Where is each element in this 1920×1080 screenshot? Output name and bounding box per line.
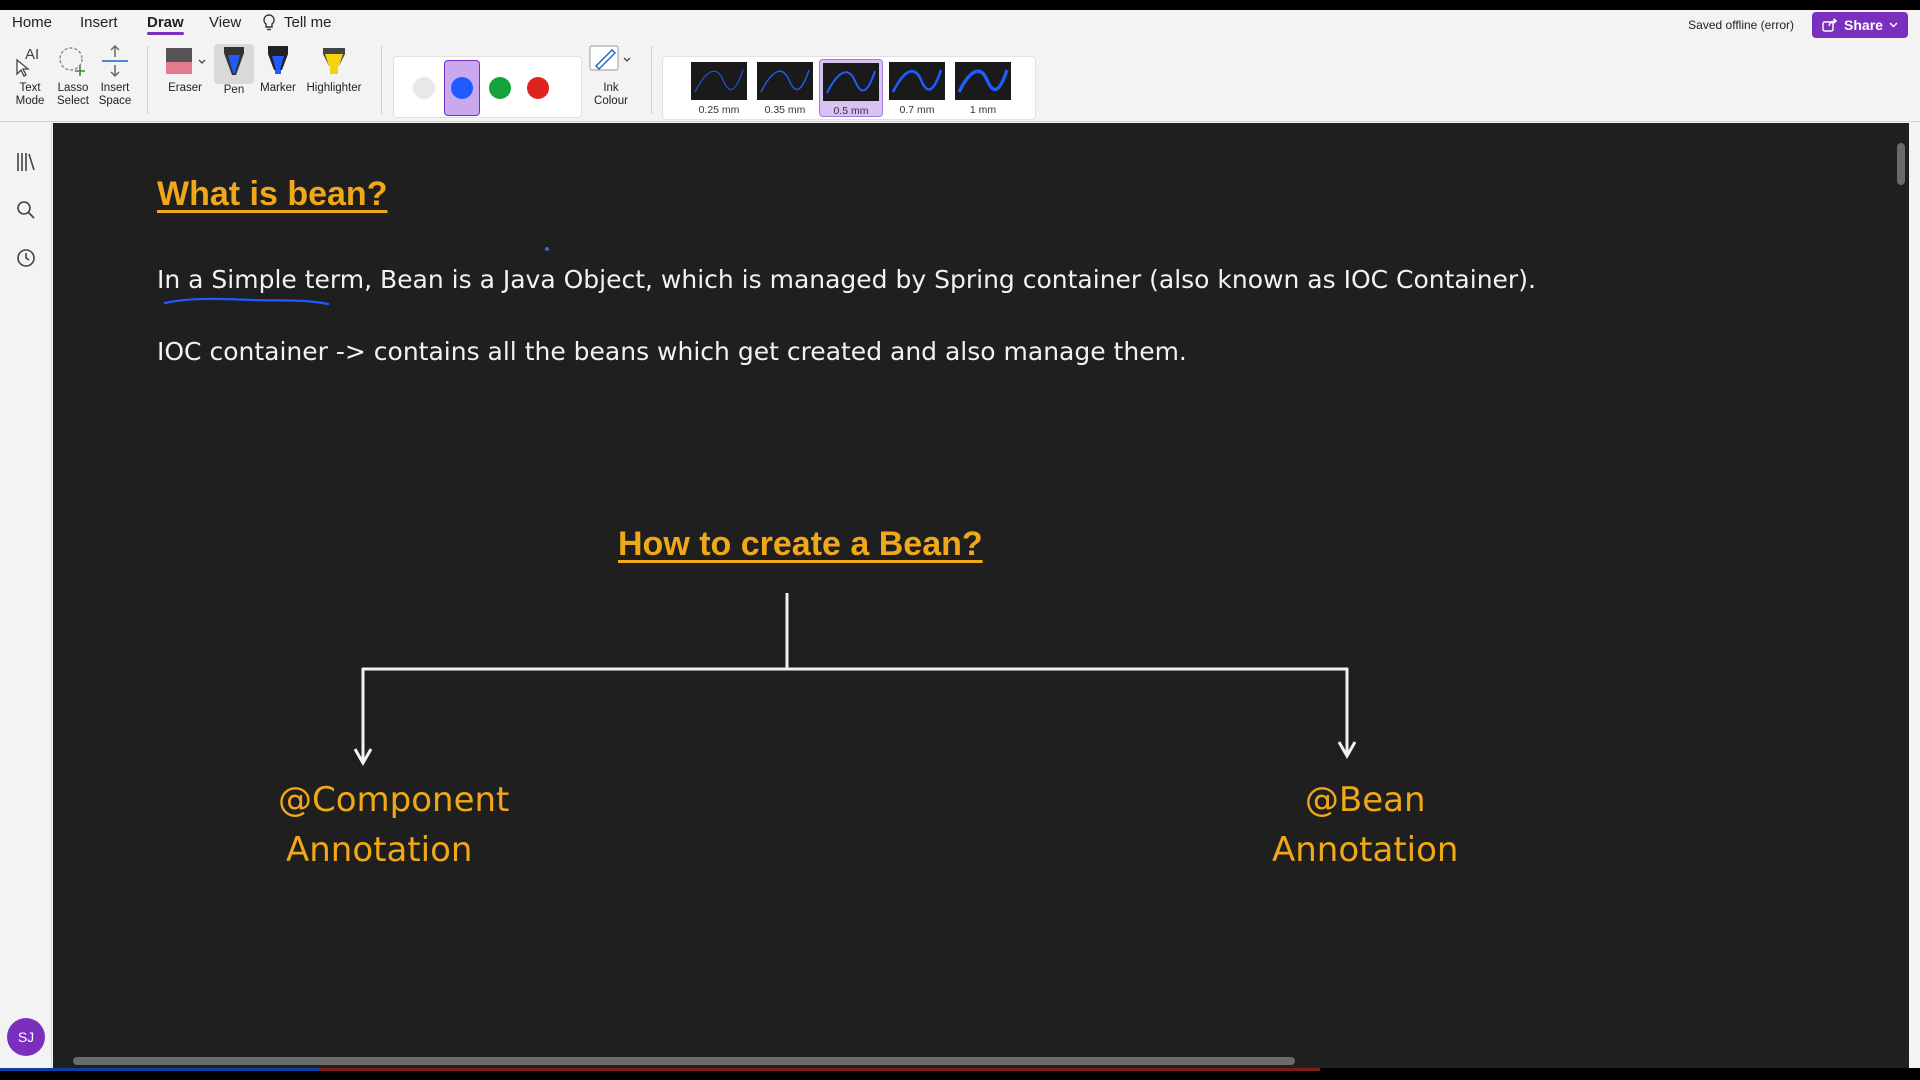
ribbon-divider bbox=[651, 46, 652, 114]
pen-selected-bg bbox=[214, 44, 254, 84]
ink-color-palette bbox=[393, 56, 582, 118]
ribbon-divider bbox=[381, 46, 382, 114]
definition-line: In a Simple term, Bean is a Java Object,… bbox=[157, 265, 1536, 294]
insert-space-label-1: Insert bbox=[100, 82, 130, 94]
ink-colour-label-1: Ink bbox=[603, 82, 619, 94]
thickness-preview bbox=[823, 63, 879, 101]
chevron-down-icon bbox=[1889, 22, 1898, 28]
eraser-icon bbox=[166, 48, 206, 74]
tree-connector-diagram bbox=[353, 593, 1357, 767]
color-swatch-red[interactable] bbox=[520, 60, 556, 116]
color-swatch-blue[interactable] bbox=[444, 60, 480, 116]
ink-colour-label-2: Colour bbox=[594, 95, 628, 107]
marker-icon bbox=[268, 46, 288, 74]
thickness-label: 0.25 mm bbox=[698, 104, 740, 116]
lasso-label-1: Lasso bbox=[57, 82, 89, 94]
text-mode-label-1: Text bbox=[19, 82, 41, 94]
thickness-label: 0.35 mm bbox=[764, 104, 806, 116]
save-status: Saved offline (error) bbox=[1688, 18, 1794, 32]
thickness-preview bbox=[955, 62, 1011, 100]
share-button[interactable]: Share bbox=[1812, 12, 1908, 38]
vertical-scrollbar[interactable] bbox=[1897, 143, 1905, 185]
lasso-select-button[interactable]: Lasso Select bbox=[54, 44, 92, 108]
component-annotation-label: @Component Annotation bbox=[278, 775, 509, 875]
color-swatch-green[interactable] bbox=[482, 60, 518, 116]
tab-view[interactable]: View bbox=[209, 14, 242, 31]
lasso-label-2: Select bbox=[57, 95, 89, 107]
bean-label-line2: Annotation bbox=[1272, 830, 1459, 870]
thickness-option[interactable]: 0.7 mm bbox=[885, 59, 949, 117]
highlighter-label: Highlighter bbox=[306, 82, 362, 94]
thickness-label: 1 mm bbox=[969, 104, 997, 116]
blue-ink-underline bbox=[163, 297, 330, 306]
notebooks-icon[interactable] bbox=[14, 150, 38, 174]
insert-space-icon bbox=[102, 44, 128, 78]
blue-swatch bbox=[451, 77, 473, 99]
pen-label: Pen bbox=[223, 84, 245, 96]
edge-strip-blue bbox=[0, 1068, 320, 1071]
thickness-preview bbox=[757, 62, 813, 100]
marker-label: Marker bbox=[260, 82, 296, 94]
note-canvas[interactable]: What is bean? In a Simple term, Bean is … bbox=[53, 123, 1909, 1068]
pen-thickness-gallery: 0.25 mm 0.35 mm 0.5 mm 0.7 mm 1 mm bbox=[662, 56, 1036, 120]
pen-icon bbox=[224, 47, 244, 75]
white-swatch bbox=[413, 77, 435, 99]
menu-bar: Home Insert Draw View Tell me Saved offl… bbox=[0, 10, 1920, 38]
tell-me-search[interactable]: Tell me bbox=[262, 14, 332, 31]
text-cursor-icon: AI bbox=[16, 46, 39, 77]
ink-colour-button[interactable]: Ink Colour bbox=[586, 44, 636, 108]
svg-text:AI: AI bbox=[25, 46, 39, 63]
left-sidebar: SJ bbox=[0, 122, 52, 1068]
thickness-option[interactable]: 0.35 mm bbox=[753, 59, 817, 117]
eraser-button[interactable]: Eraser bbox=[162, 44, 208, 95]
insert-space-button[interactable]: Insert Space bbox=[96, 44, 134, 108]
tell-me-label: Tell me bbox=[284, 14, 332, 31]
lightbulb-icon bbox=[263, 14, 275, 31]
highlighter-button[interactable]: Highlighter bbox=[302, 44, 366, 95]
thickness-option[interactable]: 0.25 mm bbox=[687, 59, 751, 117]
component-label-line2: Annotation bbox=[286, 830, 473, 870]
tab-home[interactable]: Home bbox=[12, 14, 53, 31]
component-label-line1: @Component bbox=[278, 780, 510, 820]
horizontal-scrollbar-track bbox=[53, 1054, 1909, 1068]
avatar[interactable]: SJ bbox=[7, 1018, 45, 1056]
thickness-option-selected[interactable]: 0.5 mm bbox=[819, 59, 883, 117]
draw-ribbon: AI Text Mode Lasso Select Insert Space E… bbox=[0, 38, 1920, 122]
pen-button[interactable]: Pen bbox=[214, 44, 254, 97]
lasso-icon bbox=[59, 47, 85, 76]
highlighter-icon bbox=[323, 48, 345, 74]
horizontal-scrollbar[interactable] bbox=[73, 1057, 1295, 1065]
marker-button[interactable]: Marker bbox=[258, 44, 298, 95]
edge-strip-red bbox=[320, 1068, 1320, 1071]
thickness-preview bbox=[889, 62, 945, 100]
thickness-preview bbox=[691, 62, 747, 100]
how-to-create-bean-heading: How to create a Bean? bbox=[618, 525, 983, 563]
thickness-label: 0.5 mm bbox=[833, 105, 869, 117]
tab-draw[interactable]: Draw bbox=[147, 14, 184, 35]
page-heading-what-is-bean: What is bean? bbox=[157, 175, 388, 213]
bean-annotation-label: @Bean Annotation bbox=[1272, 775, 1458, 875]
thickness-option[interactable]: 1 mm bbox=[951, 59, 1015, 117]
share-icon bbox=[1822, 18, 1838, 32]
onenote-window: Home Insert Draw View Tell me Saved offl… bbox=[0, 10, 1920, 1068]
bottom-edge-strip bbox=[0, 1068, 1920, 1080]
green-swatch bbox=[489, 77, 511, 99]
recent-clock-icon[interactable] bbox=[14, 246, 38, 270]
ink-colour-icon bbox=[589, 45, 631, 71]
bean-label-line1: @Bean bbox=[1304, 780, 1426, 820]
text-mode-button[interactable]: AI Text Mode bbox=[12, 44, 48, 108]
ribbon-divider bbox=[147, 46, 148, 114]
insert-space-label-2: Space bbox=[98, 95, 132, 107]
ioc-container-line: IOC container -> contains all the beans … bbox=[157, 337, 1187, 366]
red-swatch bbox=[527, 77, 549, 99]
text-mode-label-2: Mode bbox=[15, 95, 45, 107]
thickness-label: 0.7 mm bbox=[899, 104, 935, 116]
share-label: Share bbox=[1844, 17, 1883, 33]
search-icon[interactable] bbox=[14, 198, 38, 222]
ink-dot bbox=[545, 247, 549, 251]
tab-insert[interactable]: Insert bbox=[80, 14, 118, 31]
eraser-label: Eraser bbox=[168, 82, 202, 94]
color-swatch-white[interactable] bbox=[406, 60, 442, 116]
